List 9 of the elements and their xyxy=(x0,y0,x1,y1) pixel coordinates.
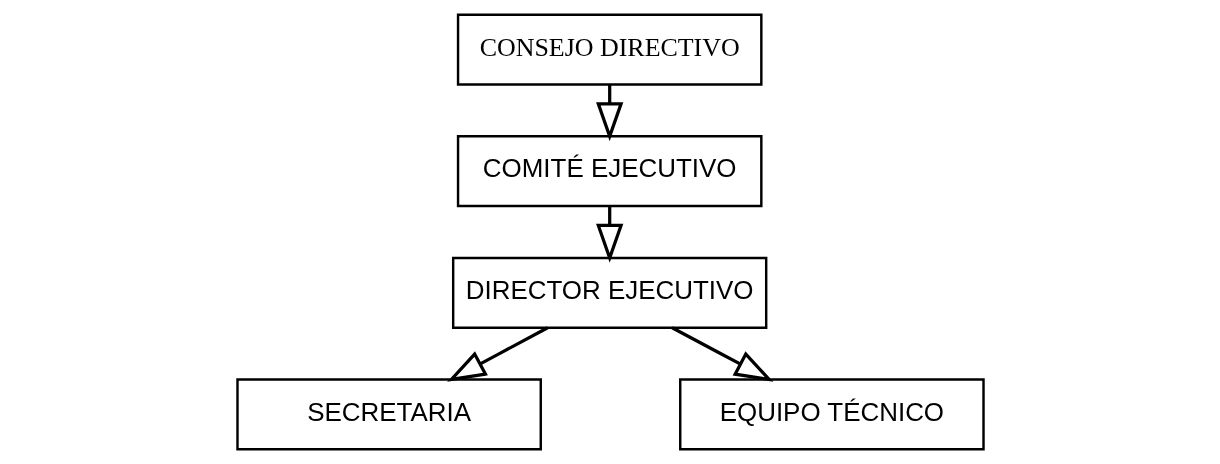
arrow xyxy=(595,206,623,263)
node-box: CONSEJO DIRECTIVO xyxy=(456,13,763,86)
node-box: EQUIPO TÉCNICO xyxy=(678,378,985,451)
arrow xyxy=(670,326,773,382)
node-box: DIRECTOR EJECUTIVO xyxy=(451,256,767,329)
arrow xyxy=(446,326,548,382)
arrow xyxy=(595,84,623,142)
node-box: COMITÉ EJECUTIVO xyxy=(456,135,763,208)
node-box: SECRETARIA xyxy=(235,378,542,451)
